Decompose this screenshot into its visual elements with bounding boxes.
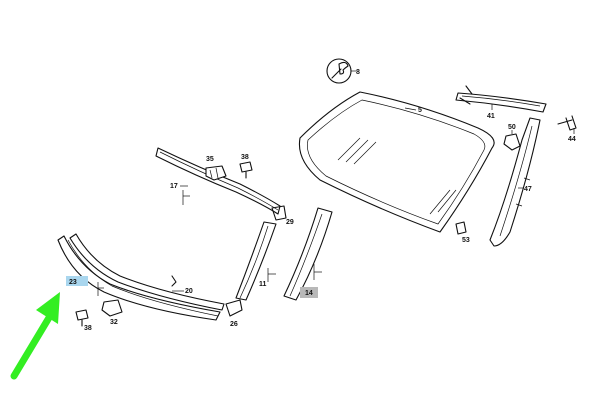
wrench-icon xyxy=(326,58,356,84)
windshield xyxy=(298,91,495,233)
callout-38-bottom: 38 xyxy=(84,325,92,332)
clip-35 xyxy=(205,165,227,181)
pillar-trim-14 xyxy=(283,207,333,301)
callout-53: 53 xyxy=(462,237,470,244)
highlight-14 xyxy=(300,287,318,298)
callout-14: 14 xyxy=(305,290,313,297)
callout-32: 32 xyxy=(110,319,118,326)
callout-47: 47 xyxy=(524,186,532,193)
pin-38-bottom xyxy=(75,309,89,327)
callout-17: 17 xyxy=(170,183,178,190)
callout-50: 50 xyxy=(508,124,516,131)
callout-41: 41 xyxy=(487,113,495,120)
callout-8: 8 xyxy=(356,69,360,76)
top-moulding xyxy=(455,85,547,113)
pin-38-top xyxy=(239,161,253,179)
clip-53 xyxy=(455,221,467,235)
green-arrow-icon xyxy=(10,292,60,380)
callout-29: 29 xyxy=(286,219,294,226)
screw-icon xyxy=(557,115,577,134)
highlight-23 xyxy=(66,276,88,286)
right-pillar-trim xyxy=(489,117,541,247)
callout-20: 20 xyxy=(185,288,193,295)
clip-26 xyxy=(225,299,243,317)
callout-23: 23 xyxy=(69,279,77,286)
clip-50 xyxy=(503,130,521,151)
callout-44: 44 xyxy=(568,136,576,143)
leader-5 xyxy=(404,107,417,111)
callout-5: 5 xyxy=(418,107,422,114)
callout-38-top: 38 xyxy=(241,154,249,161)
callout-11: 11 xyxy=(259,281,267,288)
left-pillar-trim xyxy=(235,221,277,301)
callout-35: 35 xyxy=(206,156,214,163)
callout-26: 26 xyxy=(230,321,238,328)
clip-32 xyxy=(101,299,123,317)
